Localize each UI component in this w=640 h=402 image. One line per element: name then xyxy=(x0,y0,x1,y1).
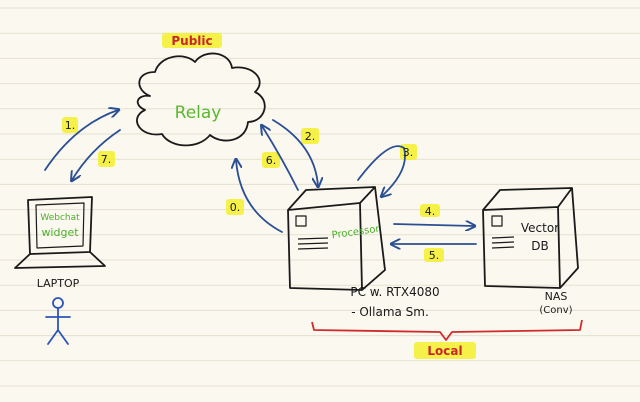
public-zone-label: Public xyxy=(171,34,212,48)
highlights xyxy=(62,33,476,359)
arrow-step-6 xyxy=(262,126,299,191)
laptop-label: LAPTOP xyxy=(37,277,80,290)
step-label-6: 6. xyxy=(266,154,277,167)
nas-face-line2: DB xyxy=(531,239,548,253)
pc-processor-label: Processor xyxy=(331,224,381,242)
arrow-step-0 xyxy=(236,160,283,233)
laptop-screen-line2: widget xyxy=(41,226,79,239)
pc-caption-line2: - Ollama Sm. xyxy=(351,305,429,319)
laptop xyxy=(14,196,106,269)
local-bracket xyxy=(311,319,583,341)
step-label-0: 0. xyxy=(230,201,241,214)
pc-caption-line1: PC w. RTX4080 xyxy=(350,285,439,299)
step-label-5: 5. xyxy=(429,249,440,262)
nas-caption-line1: NAS xyxy=(545,290,568,303)
user-person-icon xyxy=(45,297,71,345)
arrow-step-7 xyxy=(72,129,121,180)
notebook-lines xyxy=(0,7,640,387)
nas-tower xyxy=(482,187,579,289)
arrow-step-1 xyxy=(44,110,118,171)
arrow-step-3 xyxy=(357,145,406,196)
relay-label: Relay xyxy=(175,103,222,123)
arrow-step-4 xyxy=(393,224,474,226)
local-zone-label: Local xyxy=(427,344,462,358)
nas-caption-line2: (Conv) xyxy=(539,305,572,316)
step-label-3: 3. xyxy=(403,146,414,159)
nas-face-line1: Vector xyxy=(521,221,559,235)
step-label-7: 7. xyxy=(101,153,112,166)
step-label-2: 2. xyxy=(305,130,316,143)
relay-cloud xyxy=(136,52,266,147)
pc-tower xyxy=(287,186,386,291)
step-label-4: 4. xyxy=(425,205,436,218)
step-label-1: 1. xyxy=(65,119,76,132)
laptop-screen-line1: Webchat xyxy=(40,213,80,223)
arrow-step-2 xyxy=(272,119,318,186)
